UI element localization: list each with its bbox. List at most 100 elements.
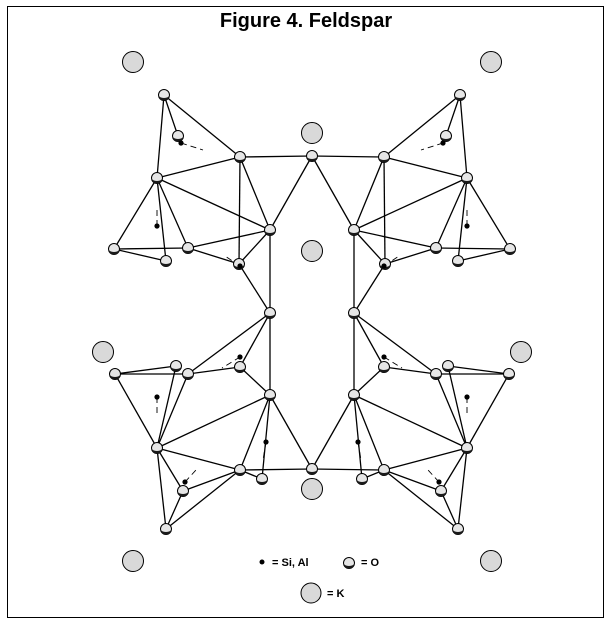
bond-line [383, 156, 386, 265]
bond-line [353, 394, 468, 449]
inner-bond-line [221, 356, 241, 369]
oxygen-atom [435, 485, 447, 497]
bond-line [353, 312, 385, 368]
si-al-atom [355, 439, 361, 445]
oxygen-atom [356, 473, 368, 485]
oxygen-atom [430, 368, 442, 380]
bond-line [239, 394, 271, 471]
legend-potassium-label: = K [327, 588, 344, 600]
si-al-atom [464, 223, 470, 229]
bond-line [353, 229, 386, 265]
oxygen-atoms [108, 89, 516, 535]
potassium-ion [122, 550, 144, 572]
si-al-atoms [154, 140, 470, 485]
bond-line [239, 468, 313, 471]
oxygen-atom [442, 360, 454, 372]
si-al-atom [237, 263, 243, 269]
si-al-atom [381, 354, 387, 360]
bond-line [353, 263, 386, 314]
oxygen-atom [264, 389, 276, 401]
bond-line [447, 365, 468, 449]
oxygen-atom [158, 89, 170, 101]
oxygen-atom [170, 360, 182, 372]
oxygen-atom [160, 255, 172, 267]
bond-line [459, 94, 468, 179]
oxygen-atom [430, 242, 442, 254]
inner-bond-line [357, 441, 362, 461]
bond-line [156, 177, 189, 249]
bond-line [311, 155, 355, 231]
bond-line [440, 490, 459, 530]
bond-line [156, 373, 189, 449]
bond-line [311, 394, 355, 470]
si-al-atom [154, 223, 160, 229]
si-al-atom [237, 354, 243, 360]
bond-line [353, 177, 468, 231]
bond-line [187, 366, 241, 375]
oxygen-atom [452, 255, 464, 267]
bond-line [435, 247, 511, 250]
bond-line [383, 469, 442, 492]
bond-line [261, 394, 271, 480]
bond-line [238, 229, 271, 265]
oxygen-atom [172, 130, 184, 142]
potassium-ion [92, 341, 114, 363]
bond-line [187, 312, 271, 375]
si-al-atom [436, 479, 442, 485]
potassium-ion [301, 478, 323, 500]
bond-line [165, 469, 241, 530]
bond-line [156, 177, 271, 231]
figure-frame [7, 6, 604, 618]
potassium-ion [301, 240, 323, 262]
si-al-atom [182, 479, 188, 485]
oxygen-atom [151, 442, 163, 454]
oxygen-atom [348, 389, 360, 401]
bond-line [156, 394, 271, 449]
bond-line [165, 490, 184, 530]
legend-oxygen-symbol [343, 557, 355, 569]
potassium-ions [92, 51, 532, 572]
bond-line [113, 248, 167, 262]
bond-line [383, 469, 459, 530]
potassium-ion [480, 51, 502, 73]
si-al-atom [381, 263, 387, 269]
inner-bond-line [262, 441, 267, 461]
oxygen-atom [264, 224, 276, 236]
bond-line [383, 156, 468, 179]
oxygen-atom [348, 307, 360, 319]
bond-line [156, 447, 241, 471]
oxygen-atom [348, 224, 360, 236]
bond-line [311, 468, 385, 471]
oxygen-atom [454, 89, 466, 101]
bond-line [182, 469, 241, 492]
bond-line [440, 447, 468, 492]
legend-si-al-symbol [259, 559, 265, 565]
bond-line [163, 94, 241, 158]
bond-line [457, 447, 468, 530]
bond-line [187, 229, 271, 249]
potassium-ion [510, 341, 532, 363]
bond-line [238, 156, 241, 265]
bond-line [156, 447, 184, 492]
bond-line [239, 155, 313, 158]
oxygen-atom [264, 307, 276, 319]
si-al-atom [440, 140, 446, 146]
oxygen-atom [160, 523, 172, 535]
oxygen-atom [234, 151, 246, 163]
bond-line [114, 365, 177, 375]
legend-potassium-symbol [300, 582, 322, 604]
figure-title: Figure 4. Feldspar [219, 10, 393, 32]
bond-line [187, 247, 240, 265]
si-al-atom [178, 140, 184, 146]
bond-line [239, 156, 271, 231]
oxygen-atom [452, 523, 464, 535]
oxygen-atom [234, 464, 246, 476]
bond-line [447, 365, 510, 375]
bond-line [383, 366, 437, 375]
oxygen-atom [503, 368, 515, 380]
bond-line [353, 229, 437, 249]
bond-line [311, 155, 385, 158]
bond-line [156, 177, 167, 262]
bond-line [466, 177, 511, 250]
oxygen-atom [378, 361, 390, 373]
